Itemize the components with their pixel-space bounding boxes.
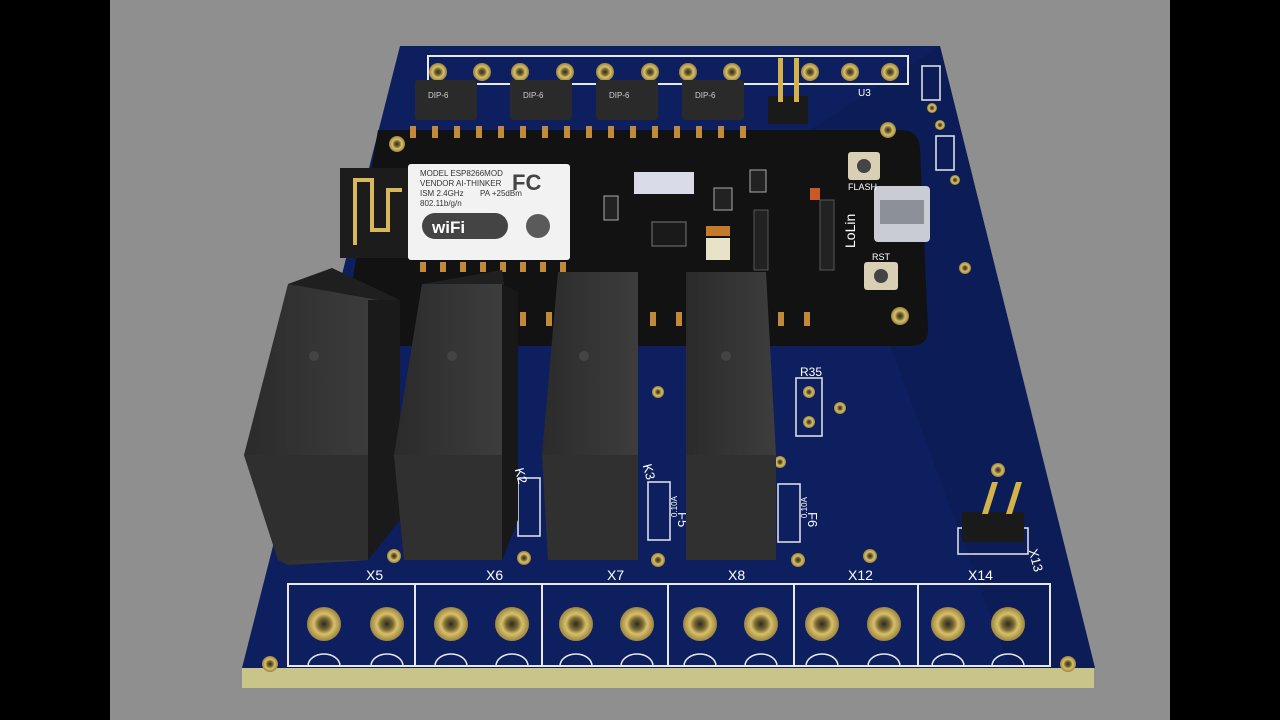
dip6-label: DIP-6 (523, 91, 544, 100)
module-line: VENDOR AI-THINKER (420, 179, 502, 188)
connector-label: X8 (728, 567, 745, 583)
relay-label-k2: K2 (512, 466, 531, 485)
module-line: 802.11b/g/n (420, 199, 462, 208)
module-line: ISM 2.4GHz (420, 189, 464, 198)
fuse-rating: 0.10A (670, 495, 679, 517)
wifi-logo: wiFi (431, 218, 465, 237)
connector-label: X7 (607, 567, 624, 583)
pcb-render: DIP-6 DIP-6 DIP-6 DIP-6 U3 (242, 46, 1095, 688)
connector-label: X6 (486, 567, 503, 583)
screw-terminals (287, 583, 1051, 667)
fuse-rating: 0.10A (800, 496, 809, 518)
x13-header: X13 (957, 463, 1046, 573)
top-pad-row (427, 55, 909, 85)
svg-text:FC: FC (512, 170, 541, 195)
relay-label-k3: K3 (640, 462, 659, 481)
x13-label: X13 (1026, 547, 1046, 573)
pcb-edge (242, 668, 1094, 688)
connector-label: X12 (848, 567, 873, 583)
dip6-chips: DIP-6 DIP-6 DIP-6 DIP-6 (415, 80, 744, 120)
u3-label: U3 (858, 88, 871, 99)
connector-label: X14 (968, 567, 993, 583)
3d-pcb-viewport[interactable]: DIP-6 DIP-6 DIP-6 DIP-6 U3 (110, 0, 1170, 720)
connector-label: X5 (366, 567, 383, 583)
dip6-label: DIP-6 (609, 91, 630, 100)
fuse-label-f6: F6 (805, 512, 820, 527)
module-line: PA +25dBm (480, 189, 522, 198)
dip6-label: DIP-6 (695, 91, 716, 100)
dip6-chip (510, 80, 572, 120)
top-pin-header (768, 58, 808, 124)
module-line: MODEL ESP8266MOD (420, 169, 503, 178)
r35-label: R35 (800, 365, 822, 379)
dip6-chip (682, 80, 744, 120)
relays (244, 268, 776, 565)
dip6-label: DIP-6 (428, 91, 449, 100)
dip6-chip (415, 80, 477, 120)
connector-labels: X5 X6 X7 X8 X12 X14 (366, 567, 993, 583)
rst-label: RST (872, 252, 891, 262)
dip6-chip (596, 80, 658, 120)
lolin-label: LoLin (842, 214, 858, 248)
flash-label: FLASH (848, 182, 877, 192)
